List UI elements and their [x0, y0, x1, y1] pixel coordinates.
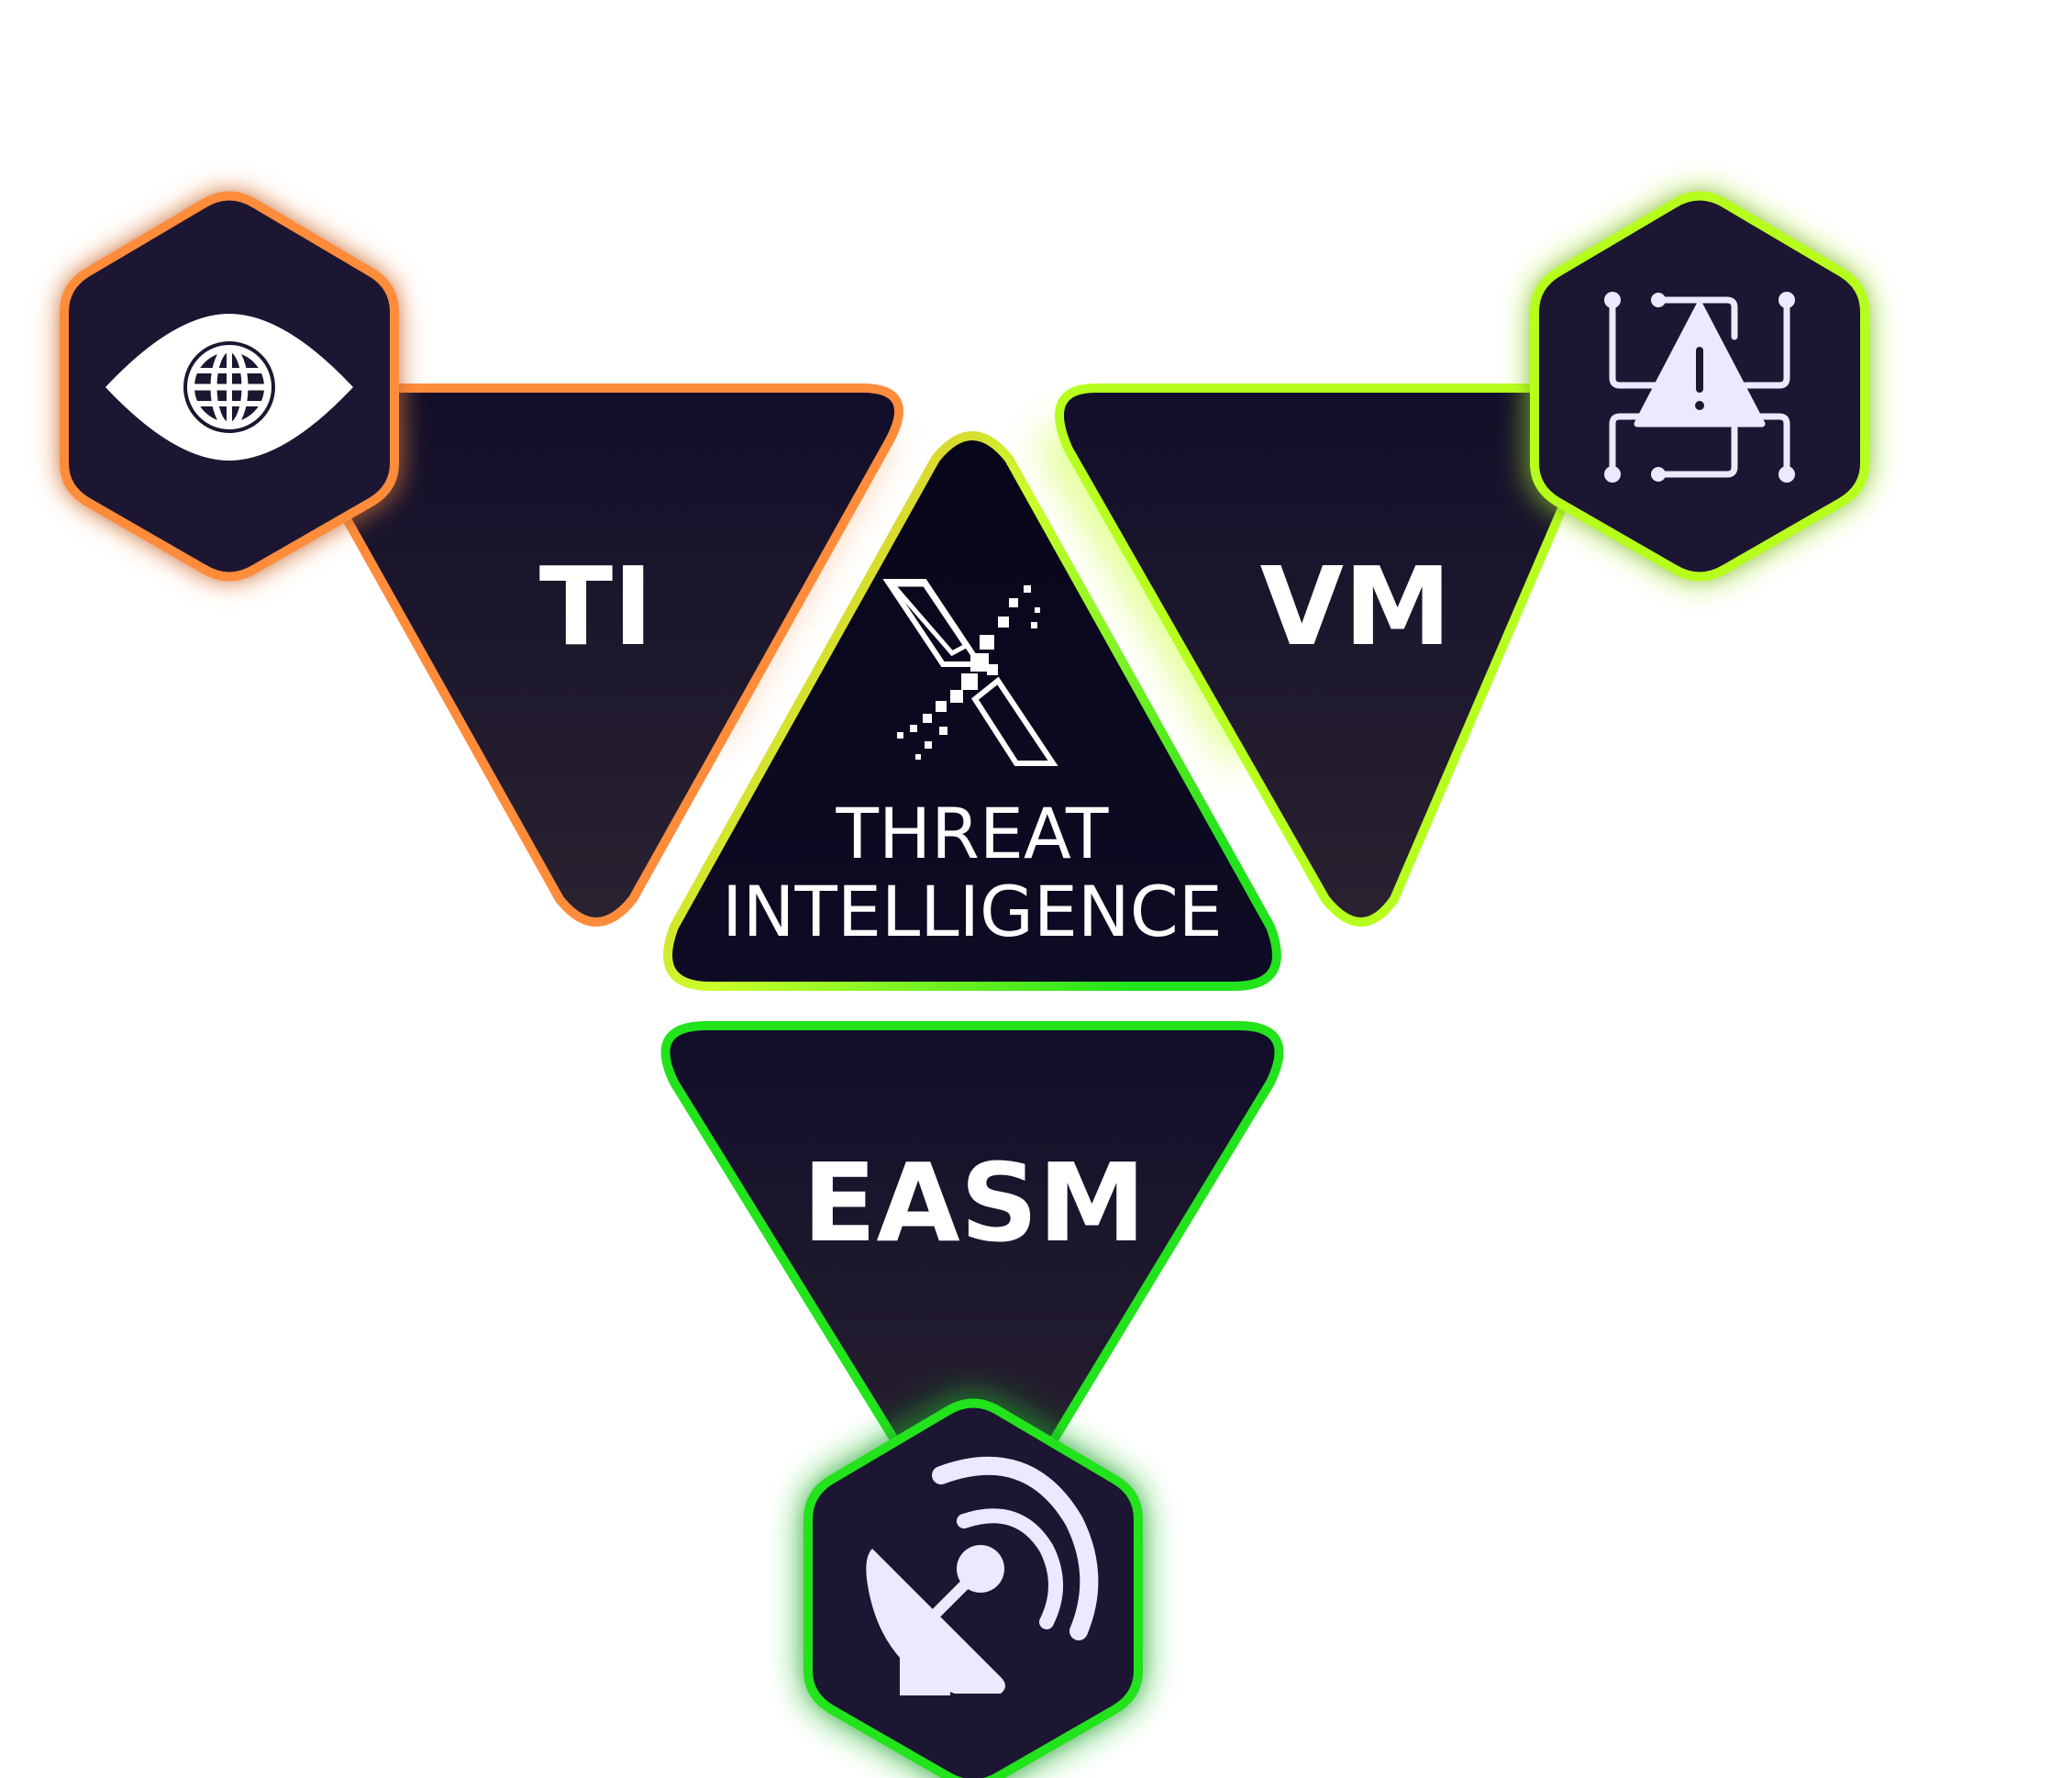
eye-globe-icon: [105, 314, 353, 461]
segment-vm-label: VM: [1260, 543, 1452, 670]
x-logo-icon: [882, 579, 1058, 766]
center-triangle-shape: [663, 431, 1281, 991]
satellite-dish-icon: [866, 1456, 1099, 1695]
center-line1: THREAT: [836, 793, 1109, 874]
segment-easm[interactable]: EASM: [660, 1021, 1284, 1544]
segment-ti-label: TI: [539, 543, 653, 670]
partial-label: E S: [1181, 1511, 1232, 1666]
center-badge: THREAT INTELLIGENCE: [663, 431, 1281, 991]
segment-ti[interactable]: TI: [289, 383, 903, 927]
partial-label-line1: E: [1181, 1511, 1229, 1593]
center-line2: INTELLIGENCE: [722, 871, 1223, 952]
circuit-warning-icon: [1604, 292, 1795, 483]
segment-vm[interactable]: VM: [1055, 383, 1603, 927]
partial-label-line2: S: [1181, 1584, 1232, 1666]
segment-easm-label: EASM: [803, 1139, 1146, 1266]
